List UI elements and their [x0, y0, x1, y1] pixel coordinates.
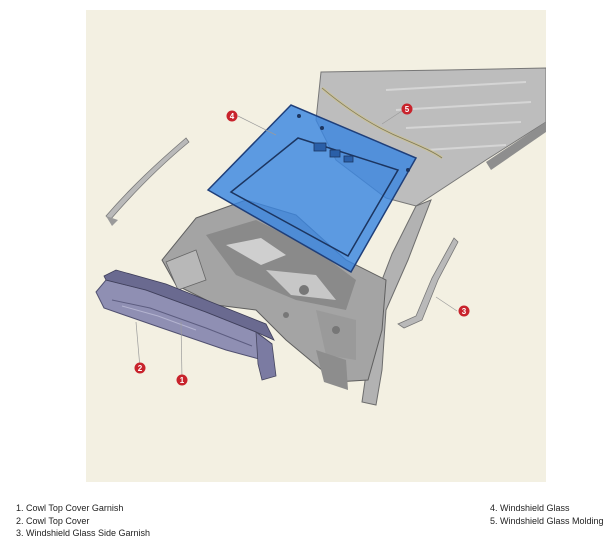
- legend-item-3: 3. Windshield Glass Side Garnish: [16, 528, 151, 538]
- callout-4: 4: [226, 110, 238, 122]
- callout-3: 3: [458, 305, 470, 317]
- parts-diagram: 1 2 3 4 5: [86, 10, 546, 482]
- callout-3-label: 3: [462, 307, 467, 316]
- legend-item-1: 1. Cowl Top Cover Garnish: [16, 503, 124, 513]
- callout-5-label: 5: [405, 105, 410, 114]
- windshield-glass-side-garnish-right: [397, 237, 459, 329]
- callout-4-label: 4: [230, 112, 235, 121]
- callout-1-label: 1: [180, 376, 185, 385]
- windshield-glass-molding: [321, 86, 443, 160]
- legend-right: 4. Windshield Glass 5. Windshield Glass …: [490, 502, 604, 527]
- legend-item-4: 4. Windshield Glass: [490, 503, 570, 513]
- windshield-glass: [206, 104, 418, 274]
- callout-2: 2: [134, 362, 146, 374]
- callout-5: 5: [401, 103, 413, 115]
- callout-2-label: 2: [138, 364, 143, 373]
- legend-item-2: 2. Cowl Top Cover: [16, 515, 90, 526]
- cowl-top-cover-garnish: [103, 269, 277, 381]
- body-structure: [161, 199, 387, 390]
- windshield-glass-side-garnish-left: [105, 137, 190, 226]
- legend-item-5: 5. Windshield Glass Molding: [490, 515, 604, 526]
- callout-1: 1: [176, 374, 188, 386]
- leader-lines: [135, 108, 458, 380]
- legend-left: 1. Cowl Top Cover Garnish 2. Cowl Top Co…: [16, 502, 150, 540]
